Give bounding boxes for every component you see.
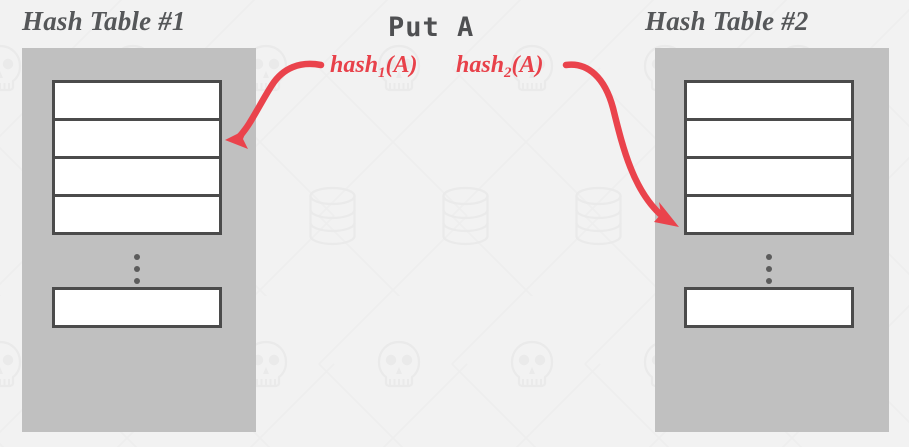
hash-function-2-base: hash <box>456 52 505 78</box>
table-row[interactable] <box>684 80 854 121</box>
operation-label: Put A <box>388 12 475 43</box>
hash-function-1-subscript: 1 <box>378 64 386 81</box>
table-row[interactable] <box>684 156 854 197</box>
table-row[interactable] <box>52 118 222 159</box>
ellipsis-dot <box>134 278 140 284</box>
table-row[interactable] <box>52 156 222 197</box>
ellipsis-dot <box>766 278 772 284</box>
table-row[interactable] <box>52 194 222 235</box>
hash-function-2-subscript: 2 <box>504 64 512 81</box>
ellipsis-dot <box>766 266 772 272</box>
hash-function-2-label: hash2(A) <box>456 52 543 82</box>
hash-function-1-base: hash <box>330 52 379 78</box>
hash-table-1-last-slot[interactable] <box>52 287 222 328</box>
hash-table-1-slot-stack <box>52 80 222 235</box>
hash-function-2-argument: (A) <box>511 52 544 78</box>
ellipsis-dot <box>134 266 140 272</box>
hash-table-2-title: Hash Table #2 <box>645 6 809 36</box>
hash-table-1-ellipsis <box>134 254 140 284</box>
hash-table-1-title: Hash Table #1 <box>22 6 186 36</box>
hash-table-2-ellipsis <box>766 254 772 284</box>
table-row[interactable] <box>684 118 854 159</box>
table-row[interactable] <box>52 80 222 121</box>
hash-function-1-label: hash1(A) <box>330 52 417 82</box>
hash-table-2-slot-stack <box>684 80 854 235</box>
hash-table-2-last-slot[interactable] <box>684 287 854 328</box>
hash-function-1-argument: (A) <box>385 52 418 78</box>
table-row[interactable] <box>684 194 854 235</box>
ellipsis-dot <box>134 254 140 260</box>
ellipsis-dot <box>766 254 772 260</box>
